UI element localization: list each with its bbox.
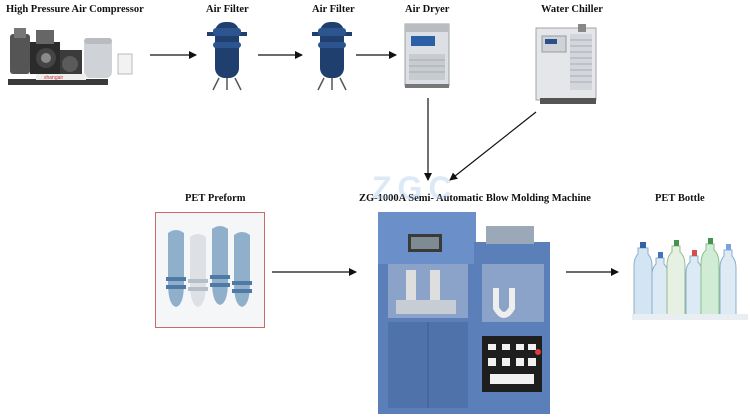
bottle-label: PET Bottle — [655, 193, 705, 204]
filter2-label: Air Filter — [312, 4, 355, 15]
compressor-label: High Pressure Air Compressor — [6, 4, 144, 15]
dryer-label: Air Dryer — [405, 4, 450, 15]
machine-label: ZG-1000A Semi- Automatic Blow Molding Ma… — [359, 193, 591, 204]
watermark: ZGC — [372, 170, 458, 207]
pet-bottle-image — [632, 228, 748, 320]
preform-label: PET Preform — [185, 193, 246, 204]
air-dryer-image — [401, 22, 453, 90]
air-compressor-image: shangair — [6, 24, 136, 90]
watermark-text: ZGC — [372, 170, 458, 206]
air-filter-2-image — [312, 20, 352, 92]
blow-molding-machine-image — [378, 212, 554, 414]
water-chiller-image — [532, 22, 602, 106]
chiller-label: Water Chiller — [541, 4, 603, 15]
filter1-label: Air Filter — [206, 4, 249, 15]
air-filter-1-image — [207, 20, 247, 92]
pet-preform-image — [155, 212, 265, 328]
compressor-brand: shangair — [44, 75, 64, 81]
arrow-chiller-to-machine — [449, 111, 537, 181]
